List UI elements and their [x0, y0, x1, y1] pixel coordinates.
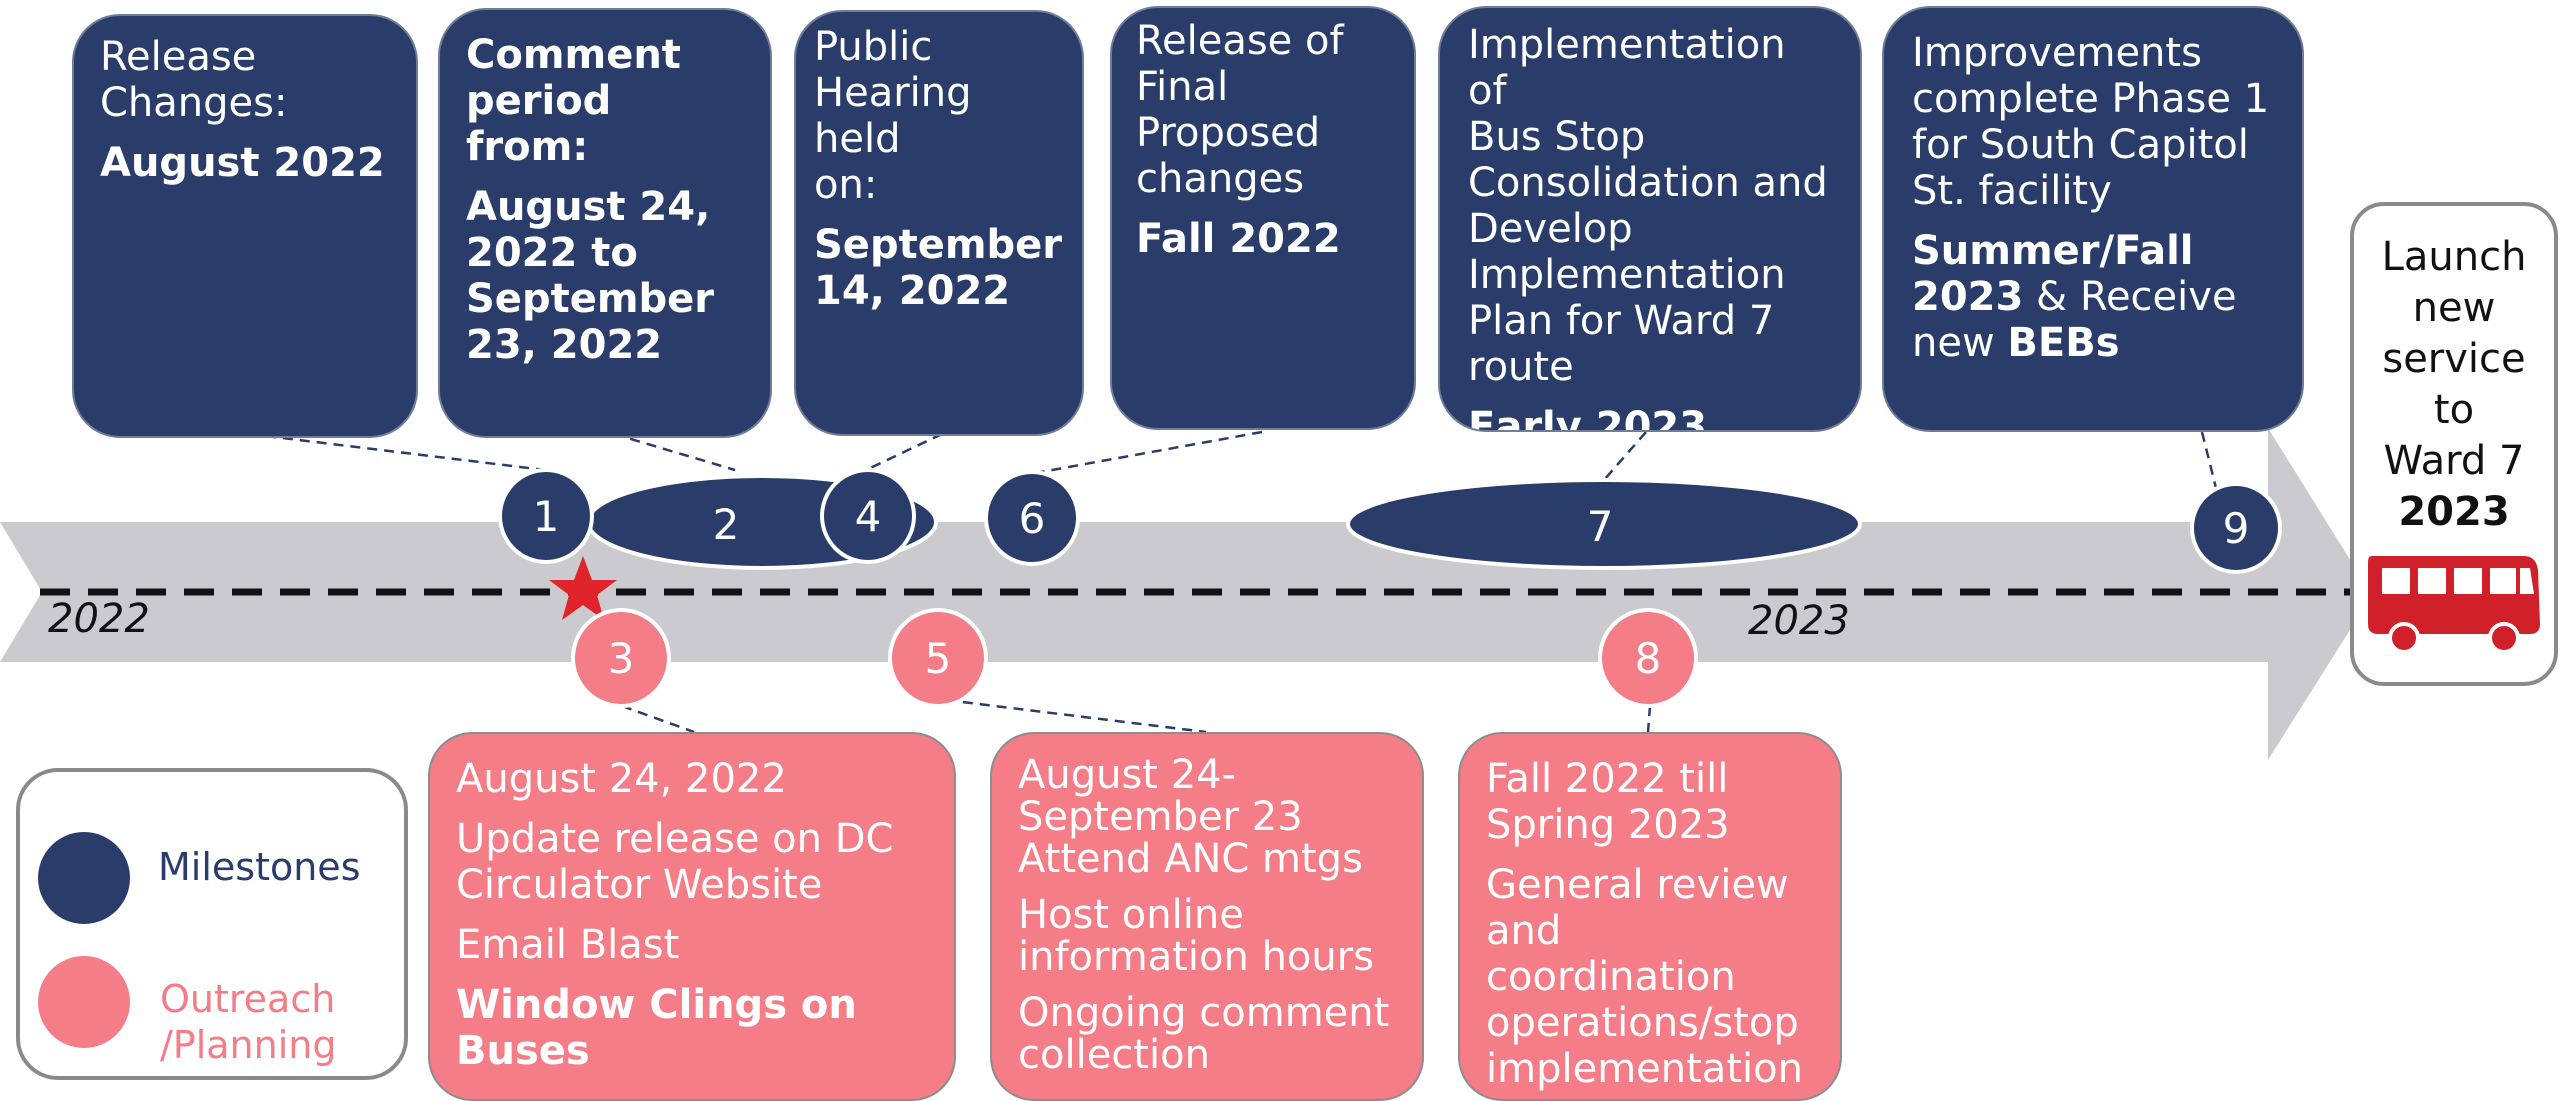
callout-text: Implementation of Bus Stop Consolidation… [1468, 22, 1828, 390]
callout-date: August 24- September 23 Attend ANC mtgs [1018, 752, 1363, 882]
callout-text: Email Blast [456, 922, 680, 968]
marker-number-2: 2 [713, 500, 740, 549]
milestone-marker-4: 4 [820, 468, 916, 564]
marker-number: 4 [855, 492, 882, 541]
milestone-callout-9: Improvements complete Phase 1 for South … [1882, 6, 2304, 432]
callout-text: Release Changes: [100, 34, 288, 126]
callout-date: August 24, 2022 to September 23, 2022 [466, 184, 714, 368]
connector-line [945, 698, 1207, 734]
callout-text: Host online information hours [1018, 892, 1375, 980]
marker-number: 6 [1019, 494, 1046, 543]
outreach-marker-5: 5 [888, 608, 988, 708]
callout-text: Release of Final Proposed changes [1136, 18, 1344, 202]
marker-number: 3 [608, 634, 635, 683]
callout-date-season: Summer/Fall [1912, 228, 2194, 274]
milestone-callout-6: Release of Final Proposed changes Fall 2… [1110, 6, 1416, 430]
outreach-marker-8: 8 [1598, 608, 1698, 708]
callout-text: Improvements complete Phase 1 for South … [1912, 30, 2270, 214]
connector-line [2200, 431, 2218, 489]
callout-date-year: 2023 [1912, 274, 2024, 320]
milestone-callout-2: Comment period from: August 24, 2022 to … [438, 8, 772, 438]
milestone-marker-1: 1 [498, 468, 594, 564]
marker-number: 5 [925, 634, 952, 683]
launch-text: Launch new service to Ward 7 [2381, 234, 2527, 484]
marker-number: 8 [1635, 634, 1662, 683]
connector-line [621, 704, 695, 734]
connector-line [1646, 705, 1652, 733]
launch-callout: Launch new service to Ward 7 2023 [2350, 202, 2558, 686]
callout-text: Comment period from: [466, 32, 681, 170]
connector-line [1029, 430, 1263, 476]
period-oval-7 [1346, 478, 1862, 570]
legend-milestones-label: Milestones [158, 845, 361, 889]
callout-date: Early 2023 [1468, 404, 1708, 432]
legend-swatches [34, 828, 134, 1052]
connector-line [613, 432, 736, 472]
year-label-end: 2023 [1748, 598, 1850, 644]
callout-date: September 14, 2022 [814, 222, 1062, 314]
legend-outreach-swatch [34, 952, 134, 1052]
marker-number-7: 7 [1587, 502, 1614, 551]
milestone-marker-9: 9 [2190, 482, 2282, 574]
callout-date: August 2022 [100, 140, 385, 186]
callout-text: Window Clings on Buses [456, 982, 857, 1074]
milestone-callout-7: Implementation of Bus Stop Consolidation… [1438, 6, 1862, 432]
callout-date: August 24, 2022 [456, 756, 787, 802]
launch-year: 2023 [2398, 489, 2510, 535]
callout-text: Ongoing comment collection [1018, 990, 1390, 1078]
callout-text: Public Hearing held on: [814, 24, 972, 208]
callout-extra-bold: BEBs [2007, 320, 2120, 366]
callout-text: General review and coordination operatio… [1486, 862, 1803, 1092]
callout-extra-text: & Receive new [1912, 274, 2237, 366]
marker-number: 9 [2223, 504, 2250, 553]
milestone-marker-6: 6 [984, 470, 1080, 566]
legend-milestone-swatch [34, 828, 134, 928]
callout-date: Fall 2022 till Spring 2023 [1486, 756, 1730, 848]
outreach-callout-3: August 24, 2022 Update release on DC Cir… [428, 732, 956, 1101]
current-date-star-icon [549, 556, 617, 620]
timeline-arrow [0, 428, 2372, 760]
milestone-callout-1: Release Changes: August 2022 [72, 14, 418, 438]
callout-text: Update release on DC Circulator Website [456, 816, 894, 908]
connector-line [865, 432, 943, 472]
connector-line [265, 434, 546, 472]
callout-date: Fall 2022 [1136, 216, 1341, 262]
bus-icon [2368, 556, 2540, 654]
outreach-callout-8: Fall 2022 till Spring 2023 General revie… [1458, 732, 1842, 1101]
outreach-callout-5: August 24- September 23 Attend ANC mtgs … [990, 732, 1424, 1101]
legend-outreach-label: Outreach /Planning [160, 977, 337, 1067]
year-label-start: 2022 [48, 596, 150, 642]
legend: Milestones Outreach /Planning [16, 768, 408, 1080]
outreach-marker-3: 3 [571, 608, 671, 708]
milestone-callout-4: Public Hearing held on: September 14, 20… [794, 10, 1084, 436]
callout-date: Summer/Fall 2023 & Receive new BEBs [1912, 228, 2274, 366]
connector-line [1603, 431, 1647, 481]
marker-number: 1 [533, 492, 560, 541]
